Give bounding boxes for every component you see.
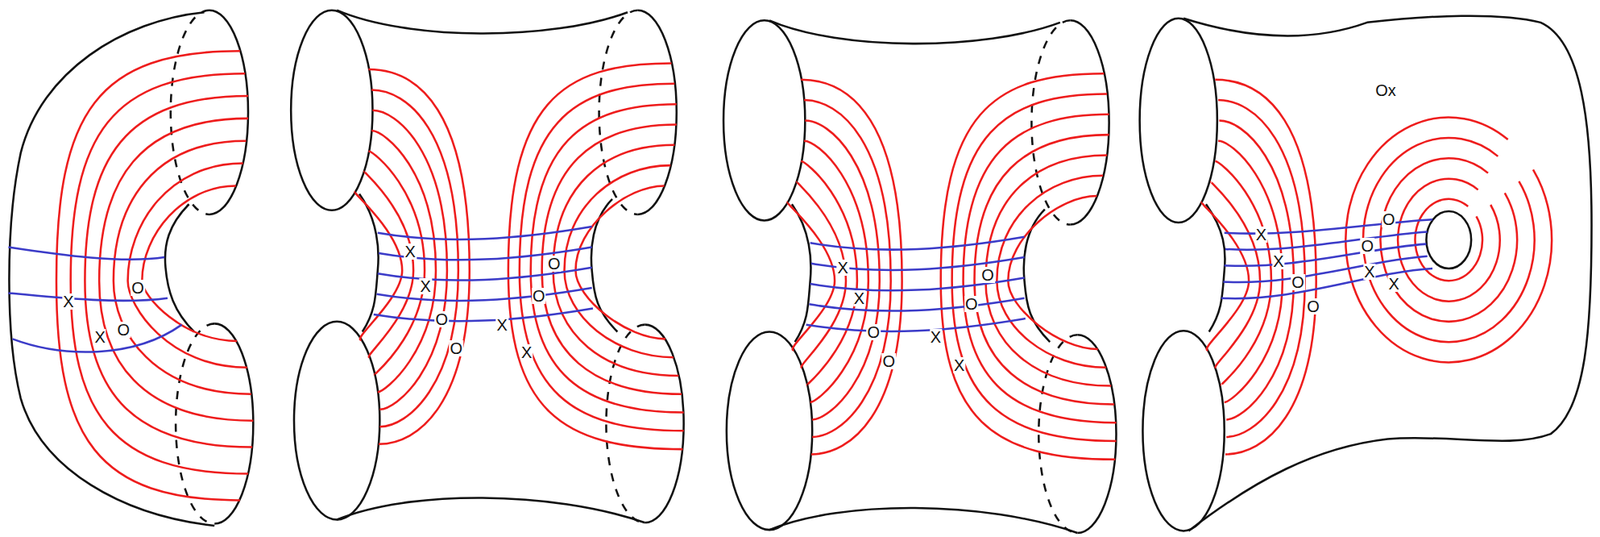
- surface-outline: [1206, 203, 1226, 332]
- blue-curve-group: [1221, 219, 1433, 299]
- red-curve-group: [1202, 79, 1317, 455]
- surface-outline: [8, 12, 215, 526]
- blue-curve: [1221, 268, 1433, 299]
- marker-label: O: [116, 321, 132, 338]
- red-curve: [99, 118, 253, 421]
- surface-outline: [1139, 16, 1592, 531]
- surface-outline: [214, 323, 253, 523]
- red-curve: [113, 140, 252, 394]
- holed-surface: [1139, 16, 1592, 531]
- marker-label: O: [866, 323, 881, 340]
- marker-label: X: [953, 356, 966, 374]
- red-ring: [1380, 157, 1518, 322]
- hidden-outline: [175, 323, 215, 523]
- marker-label: X: [62, 293, 75, 310]
- blue-curve: [8, 246, 165, 259]
- marker-label: O: [964, 295, 979, 312]
- red-curve: [141, 185, 237, 340]
- red-ring: [1397, 178, 1501, 302]
- marker-label: O: [435, 310, 450, 328]
- marker-label: X: [404, 243, 417, 260]
- hidden-outline: [170, 10, 215, 524]
- marker-label: O: [1305, 298, 1321, 315]
- red-curve: [84, 95, 253, 448]
- red-ring-group: [1345, 116, 1552, 362]
- marker-label: O: [1381, 211, 1397, 228]
- red-curve: [70, 73, 249, 473]
- surface-outline: [165, 203, 195, 332]
- red-ring: [1363, 137, 1535, 342]
- pair-of-pants: [8, 10, 253, 526]
- marker-label: Ox: [1374, 82, 1397, 99]
- surface-outline: [1425, 211, 1472, 269]
- marker-label: X: [1388, 275, 1401, 292]
- four-holed-sphere: [290, 10, 684, 523]
- marker-label: X: [93, 328, 106, 345]
- blue-curve-group: [8, 246, 182, 352]
- marker-label: X: [419, 277, 432, 295]
- marker-label: X: [1363, 263, 1376, 280]
- marker-label: O: [980, 266, 995, 283]
- surface-outline: [8, 10, 253, 526]
- four-holed-sphere: [723, 20, 1116, 533]
- marker-label: X: [1272, 252, 1285, 270]
- marker-label: X: [837, 259, 850, 276]
- surface-outline: [1142, 330, 1224, 531]
- surface-outline: [1183, 16, 1592, 531]
- red-ring: [1345, 116, 1552, 362]
- marker-label: O: [1290, 273, 1306, 291]
- marker-label: X: [520, 344, 533, 361]
- surface-outline: [1139, 18, 1218, 223]
- blue-curve: [1224, 244, 1427, 266]
- surface-outline: [209, 10, 249, 215]
- marker-label: X: [929, 328, 942, 345]
- marker-label: O: [547, 255, 562, 272]
- marker-label: O: [448, 339, 464, 357]
- marker-label: O: [881, 352, 896, 369]
- marker-label: O: [1359, 237, 1375, 254]
- marker-label: O: [531, 287, 547, 304]
- red-curve-group: [56, 50, 253, 500]
- marker-label: O: [130, 279, 146, 296]
- marker-label: X: [853, 290, 866, 307]
- red-curve: [128, 163, 248, 368]
- blue-curve: [12, 324, 183, 353]
- marker-label: X: [1255, 226, 1268, 243]
- marker-label: X: [496, 316, 509, 333]
